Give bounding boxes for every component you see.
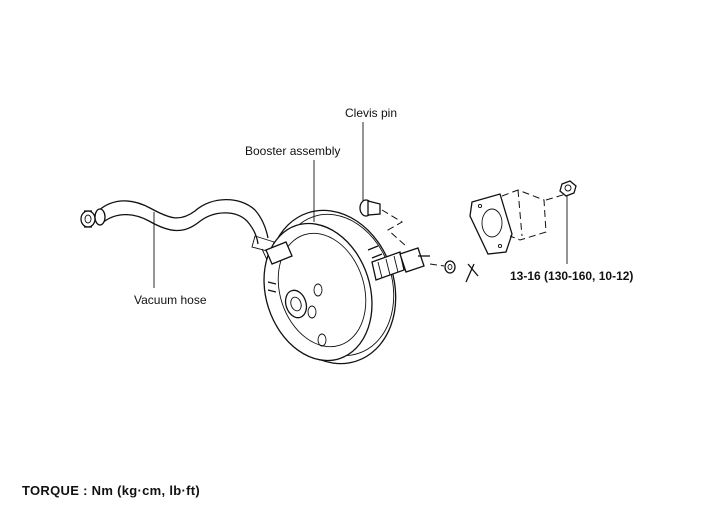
vacuum-hose <box>94 199 275 263</box>
booster-assembly <box>263 209 430 365</box>
hose-clamp <box>80 210 96 228</box>
label-clevis-pin: Clevis pin <box>345 106 397 120</box>
torque-units-legend: TORQUE : Nm (kg·cm, lb·ft) <box>22 483 200 498</box>
washer <box>444 260 456 274</box>
label-booster-assembly: Booster assembly <box>245 144 340 158</box>
clevis-pin <box>359 199 407 247</box>
snap-pin <box>429 263 479 283</box>
label-vacuum-hose: Vacuum hose <box>134 293 207 307</box>
label-torque-spec: 13-16 (130-160, 10-12) <box>510 269 633 283</box>
mounting-nut <box>559 180 577 197</box>
dash-plate <box>469 189 567 255</box>
